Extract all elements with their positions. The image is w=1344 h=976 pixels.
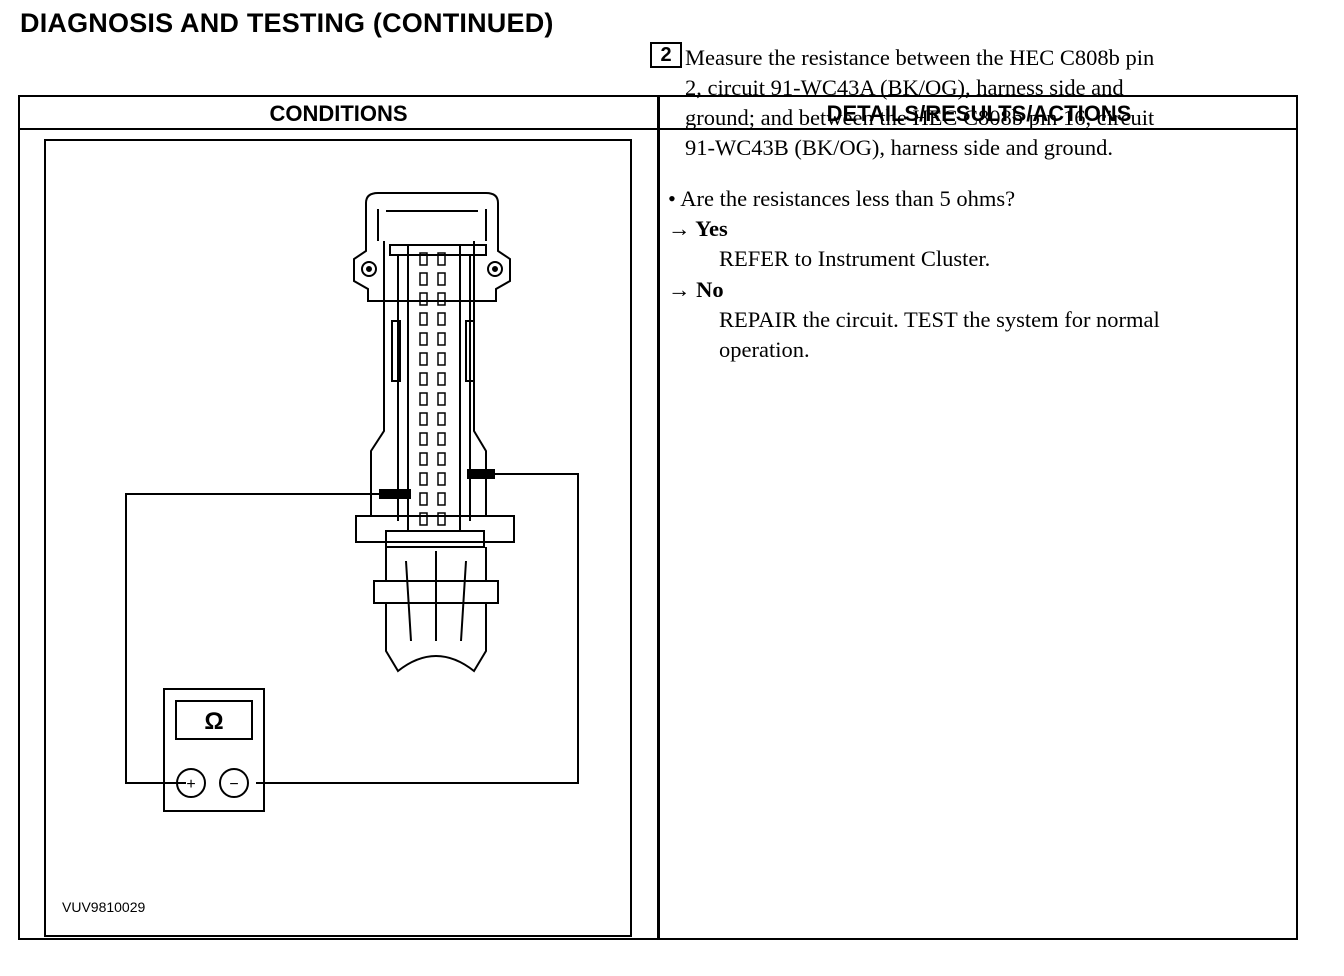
svg-text:−: −	[229, 776, 238, 793]
diagnosis-table: CONDITIONS DETAILS/RESULTS/ACTIONS	[18, 95, 1298, 940]
yes-action: REFER to Instrument Cluster.	[719, 246, 991, 271]
connector-test-figure: Ω + − VUV9810029	[44, 139, 632, 937]
question: • Are the resistances less than 5 ohms?	[668, 186, 1016, 211]
measure-instruction: Measure the resistance between the HEC C…	[685, 43, 1275, 163]
probe-plus	[379, 489, 411, 499]
connector-hood	[353, 192, 511, 302]
lead-plus	[125, 493, 380, 784]
details-header: DETAILS/RESULTS/ACTIONS	[826, 101, 1132, 126]
mount-hole-right	[487, 261, 503, 277]
mount-hole-left	[361, 261, 377, 277]
measure-line-2: 2, circuit 91-WC43A (BK/OG), harness sid…	[685, 75, 1124, 100]
probe-minus	[467, 469, 495, 479]
locking-collar	[355, 515, 515, 543]
ohmmeter	[163, 688, 265, 812]
column-divider	[657, 97, 660, 938]
pin-array	[419, 252, 446, 526]
connector-diagram: Ω + −	[125, 192, 579, 812]
meter-minus-terminal	[219, 768, 249, 798]
no-label: → No	[668, 277, 724, 302]
no-action-line-1: REPAIR the circuit. TEST the system for …	[719, 307, 1160, 332]
conditions-header: CONDITIONS	[269, 101, 408, 126]
yes-label: → Yes	[668, 216, 728, 241]
lead-minus	[256, 473, 579, 784]
page-title: DIAGNOSIS AND TESTING (CONTINUED)	[20, 8, 554, 38]
figure-id: VUV9810029	[62, 899, 146, 915]
measure-line-3: ground; and between the HEC C808b pin 16…	[685, 105, 1155, 130]
no-action-line-2: operation.	[719, 337, 810, 362]
measure-line-1: Measure the resistance between the HEC C…	[685, 45, 1155, 70]
connector-hood-inner	[377, 209, 487, 241]
meter-plus-terminal	[176, 768, 206, 798]
measure-line-4: 91-WC43B (BK/OG), harness side and groun…	[685, 135, 1114, 160]
ohmmeter-display	[175, 700, 253, 740]
ohm-symbol: Ω	[204, 708, 223, 735]
svg-text:+: +	[186, 776, 195, 793]
pin-housing	[407, 244, 461, 532]
step-number-badge: 2	[650, 42, 682, 68]
